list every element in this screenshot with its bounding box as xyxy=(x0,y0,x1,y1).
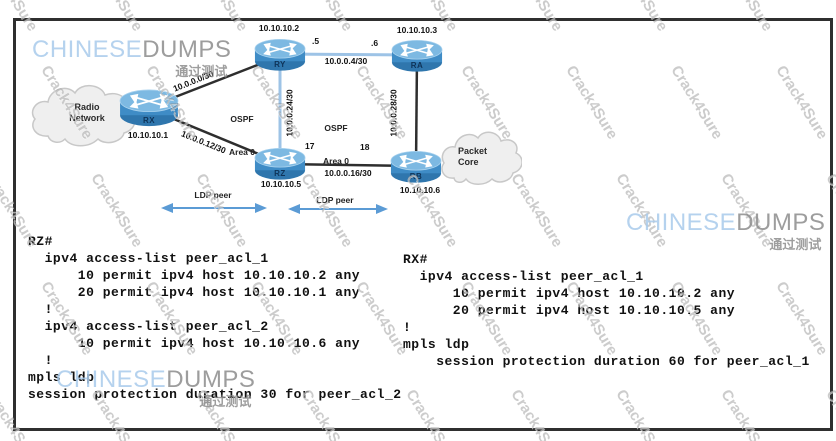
figure-border xyxy=(13,18,833,431)
ip-label-rz: 10.10.10.5 xyxy=(260,179,302,189)
config-line: ! xyxy=(28,302,53,317)
config-line: 10 permit ipv4 host 10.10.10.2 any xyxy=(28,268,361,283)
router-icon xyxy=(390,150,442,183)
ip-label-ry: 10.10.10.2 xyxy=(258,23,300,33)
router-rz: RZ xyxy=(251,147,309,181)
config-line: ipv4 access-list peer_acl_1 xyxy=(28,251,269,266)
packet-core-cloud: Packet Core xyxy=(438,124,522,190)
iface-number-ry: .5 xyxy=(312,36,320,46)
router-ry: RY xyxy=(251,38,309,72)
ospf-line: OSPF xyxy=(324,123,348,133)
iface-number-rz: 17 xyxy=(305,141,315,151)
config-line: 20 permit ipv4 host 10.10.10.5 any xyxy=(403,303,736,318)
cloud-label-line: Core xyxy=(458,157,479,167)
link-label-ry-ra: 10.0.0.4/30 xyxy=(324,56,368,66)
link-label-ry-rz: 10.0.0.24/30 xyxy=(284,89,295,137)
config-line: ! xyxy=(28,353,53,368)
router-icon xyxy=(254,38,306,71)
router-label: RX xyxy=(142,116,156,125)
config-line: ! xyxy=(403,320,412,335)
router-icon xyxy=(119,89,179,127)
config-line: ipv4 access-list peer_acl_2 xyxy=(28,319,269,334)
config-line: session protection duration 30 for peer_… xyxy=(28,387,402,402)
ospf-area-label-right: OSPF Area 0 xyxy=(316,101,356,189)
config-line: 10 permit ipv4 host 10.10.10.2 any xyxy=(403,286,736,301)
ospf-line: Area 0 xyxy=(323,156,349,166)
cloud-icon xyxy=(441,131,522,185)
router-icon xyxy=(391,39,443,72)
router-label: RB xyxy=(409,172,423,181)
config-line: 10 permit ipv4 host 10.10.10.6 any xyxy=(28,336,361,351)
config-line: mpls ldp xyxy=(403,337,470,352)
config-line: RX# xyxy=(403,252,428,267)
cloud-label-line: Packet xyxy=(458,146,488,156)
ospf-line: Area 0 xyxy=(229,147,255,157)
link-label-ra-rb: 10.0.0.28/30 xyxy=(388,89,399,137)
router-icon xyxy=(254,147,306,180)
link-label-rz-rb: 10.0.0.16/30 xyxy=(324,168,372,178)
router-label: RA xyxy=(410,61,424,70)
router-label: RZ xyxy=(274,169,286,178)
link-ra-rb xyxy=(414,55,419,168)
ldp-peer-arrow-right xyxy=(288,204,388,214)
router-ra: RA xyxy=(388,39,446,73)
router-label: RY xyxy=(274,60,286,69)
ldp-peer-arrow-left xyxy=(161,203,267,213)
config-line: 20 permit ipv4 host 10.10.10.1 any xyxy=(28,285,361,300)
ldp-peer-label-right: LDP peer xyxy=(316,195,354,205)
ip-label-ra: 10.10.10.3 xyxy=(396,25,438,35)
iface-number-ra: .6 xyxy=(371,38,379,48)
config-line: mpls ldp xyxy=(28,370,95,385)
config-line: ipv4 access-list peer_acl_1 xyxy=(403,269,644,284)
ip-label-rb: 10.10.10.6 xyxy=(399,185,441,195)
router-rb: RB xyxy=(387,150,445,184)
config-line: RZ# xyxy=(28,234,53,249)
router-rx: RX xyxy=(118,88,180,128)
ospf-area-label-left: OSPF Area 0 xyxy=(222,92,262,180)
config-line: session protection duration 60 for peer_… xyxy=(403,354,810,369)
ip-label-rx: 10.10.10.1 xyxy=(127,130,169,140)
radio-network-cloud: Radio Network xyxy=(26,78,148,148)
iface-number-rb: 18 xyxy=(360,142,370,152)
config-block-rz: RZ# ipv4 access-list peer_acl_1 10 permi… xyxy=(28,233,402,403)
config-block-rx: RX# ipv4 access-list peer_acl_1 10 permi… xyxy=(403,251,810,370)
ldp-peer-label-left: LDP peer xyxy=(194,190,232,200)
cloud-label-line: Radio xyxy=(74,102,100,112)
cloud-label-line: Network xyxy=(69,113,105,123)
ospf-line: OSPF xyxy=(230,114,254,124)
